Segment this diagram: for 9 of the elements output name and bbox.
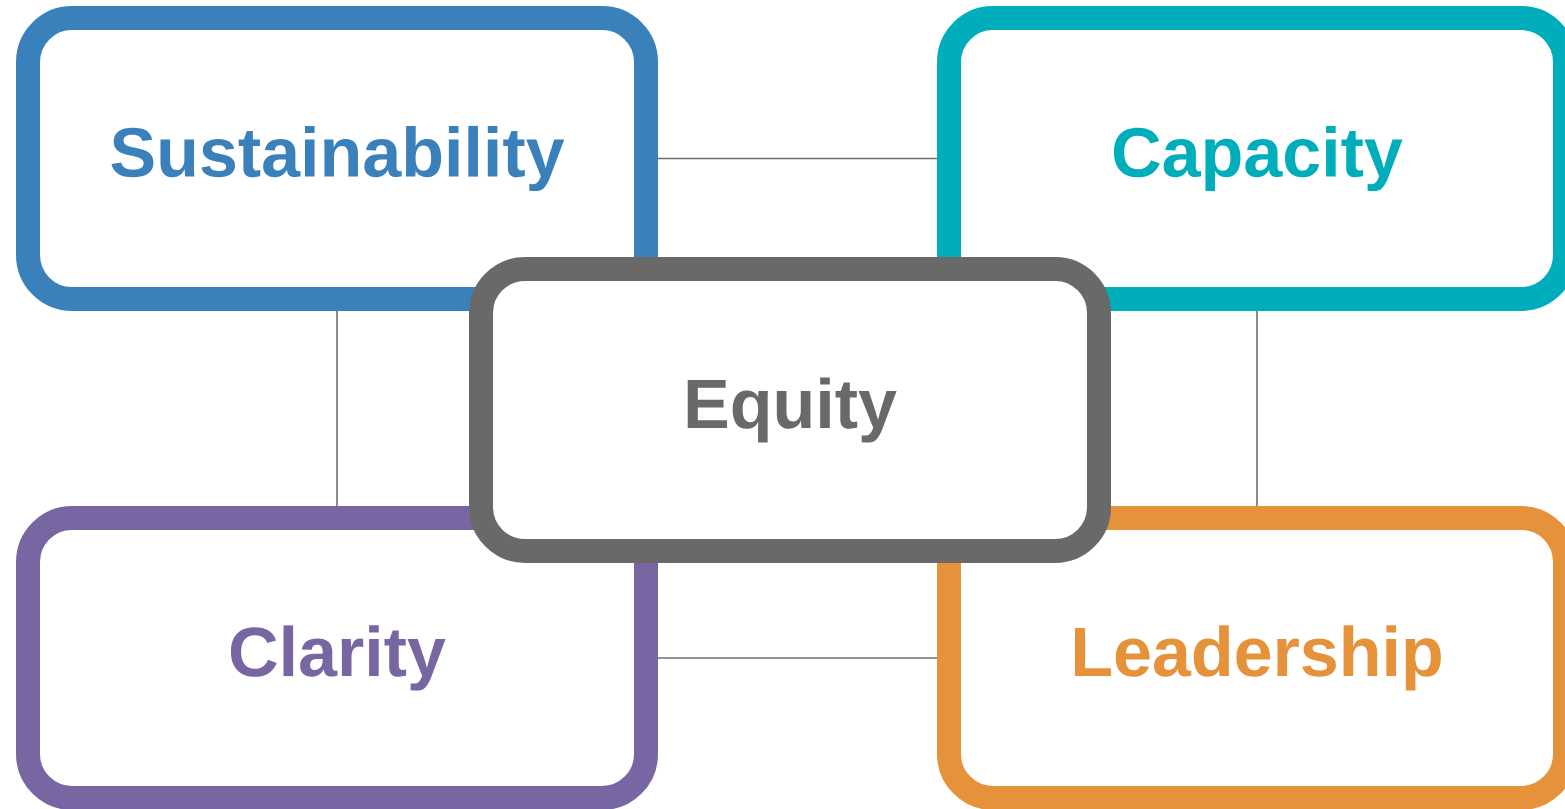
connector-line [657,157,938,160]
connector-line [336,310,338,507]
rounded-box: Clarity [16,506,658,809]
rounded-box: Capacity [937,6,1565,311]
rounded-box: Leadership [937,506,1565,809]
connector-line [1256,310,1258,507]
rounded-box: Sustainability [16,6,658,311]
connector-line [657,657,938,659]
rounded-box: Equity [469,257,1111,563]
